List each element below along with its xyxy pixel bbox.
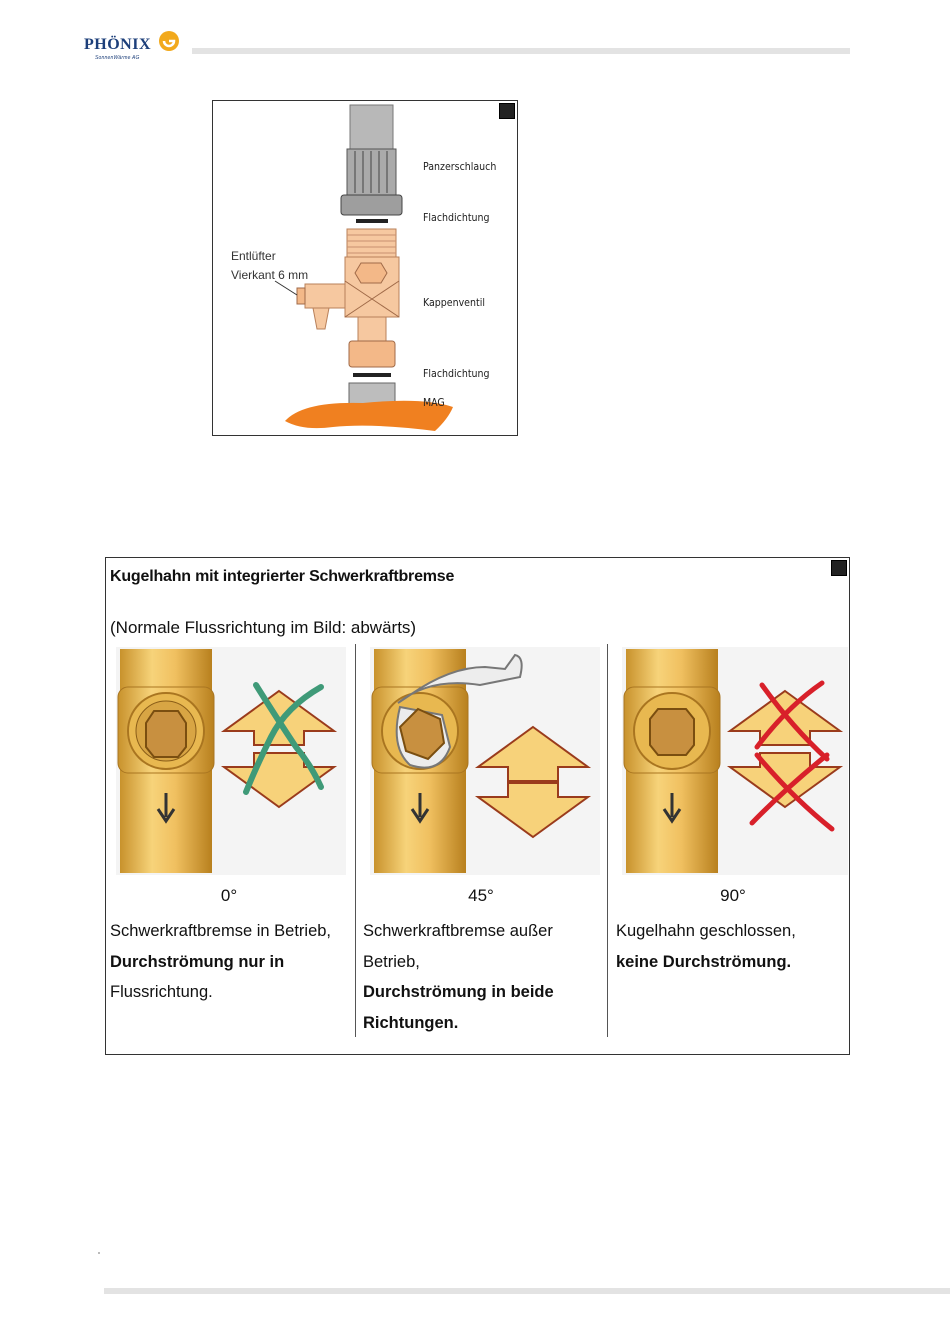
figure-subtitle: (Normale Flussrichtung im Bild: abwärts) (110, 618, 417, 637)
label-panzerschlauch: Panzerschlauch (423, 161, 497, 173)
label-flachdichtung-bottom: Flachdichtung (423, 368, 490, 380)
figure-title: Kugelhahn mit integrierter Schwerkraftbr… (110, 568, 455, 585)
valve-hex-cap (354, 262, 388, 284)
description-90: Kugelhahn geschlossen, keine Durchströmu… (616, 916, 796, 977)
valve-lower-nut (348, 340, 396, 368)
description-line-bold: Richtungen. (363, 1013, 459, 1032)
degree-label-90: 90° (720, 886, 746, 905)
description-line-bold: Durchströmung nur in (110, 952, 285, 971)
valve-0deg-illustration (116, 647, 346, 875)
wrench-icon (397, 653, 523, 704)
label-kappenventil: Kappenventil (423, 297, 485, 309)
mag-vessel (285, 400, 453, 431)
vent-body (304, 283, 346, 309)
description-0: Schwerkraftbremse in Betrieb, Durchström… (110, 916, 331, 1008)
description-line: Schwerkraftbremse außer (363, 922, 553, 940)
figure-corner-marker (499, 103, 515, 119)
cross-red-icon (754, 752, 835, 832)
arrow-down-icon (220, 752, 338, 809)
logo-tagline: SonnenWärme AG (95, 55, 140, 61)
description-line-bold: Durchströmung in beide (363, 983, 554, 1001)
valve-stem (357, 316, 387, 342)
cross-red-icon (759, 682, 830, 762)
valve-assembly-figure: Panzerschlauch Flachdichtung Entlüfter V… (212, 100, 518, 436)
description-45: Schwerkraftbremse außer Betrieb, Durchst… (363, 916, 554, 1038)
flat-seal-bottom (353, 373, 391, 377)
hose-pipe (349, 104, 394, 150)
label-flachdichtung-top: Flachdichtung (423, 212, 490, 224)
flow-arrow-down-icon (156, 793, 176, 824)
description-line: Betrieb, (363, 952, 420, 971)
cross-green-icon (253, 682, 324, 790)
label-vierkant: Vierkant 6 mm (231, 268, 309, 282)
figure-corner-marker (831, 560, 847, 576)
valve-45deg-illustration (370, 647, 600, 875)
description-line: Flussrichtung. (110, 983, 213, 1001)
footer-mark (98, 1252, 100, 1254)
description-line: Schwerkraftbremse in Betrieb, (110, 922, 332, 940)
logo-wordmark: PHÖNIX (84, 36, 151, 53)
ball-valve-figure: Kugelhahn mit integrierter Schwerkraftbr… (105, 557, 850, 1055)
union-nut (340, 194, 403, 216)
flat-seal-top (356, 219, 388, 223)
valve-90deg-illustration (622, 647, 848, 875)
company-logo (159, 31, 179, 51)
label-entlufter: Entlüfter (231, 249, 276, 263)
degree-label-45: 45° (468, 886, 494, 905)
description-line-bold: keine Durchströmung. (616, 952, 792, 971)
vent-square (296, 287, 306, 305)
column-divider (607, 644, 608, 1037)
degree-label-0: 0° (220, 886, 238, 905)
label-mag: MAG (423, 397, 445, 409)
column-divider (355, 644, 356, 1037)
footer-divider (104, 1288, 950, 1294)
valve-thread (346, 228, 397, 258)
header-divider (192, 48, 850, 54)
description-line: Kugelhahn geschlossen, (616, 922, 796, 940)
valve-assembly-drawing (274, 104, 453, 431)
